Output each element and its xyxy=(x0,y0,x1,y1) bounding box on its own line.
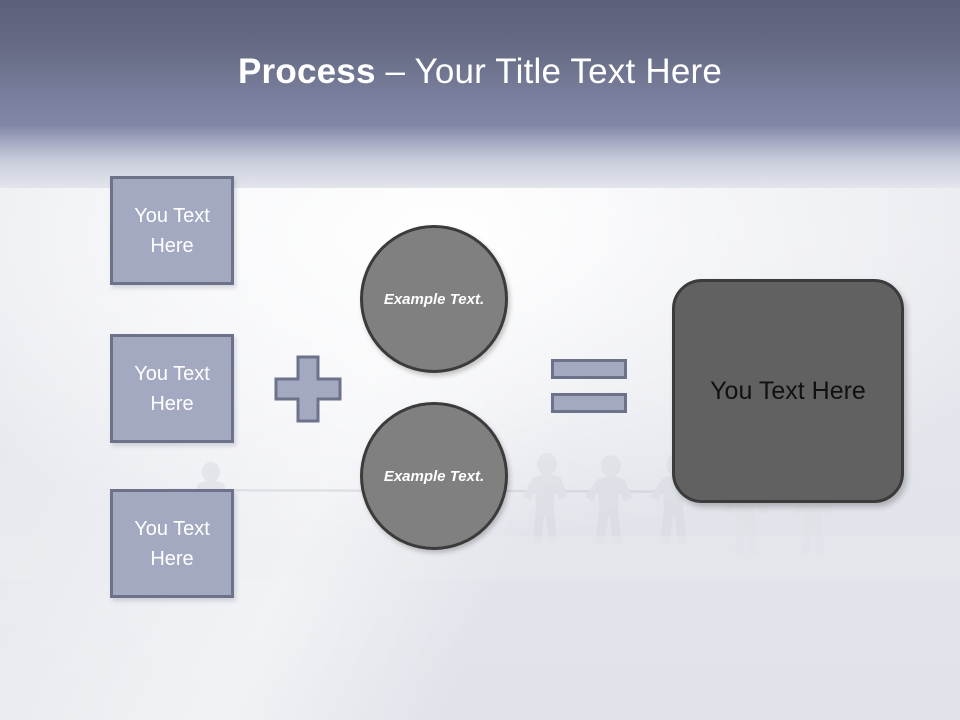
example-circle-2[interactable]: Example Text. xyxy=(360,402,508,550)
example-circle-1-label: Example Text. xyxy=(383,290,485,308)
input-box-1[interactable]: You Text Here xyxy=(110,176,234,285)
input-box-1-label: You Text Here xyxy=(134,204,210,257)
page-title-separator: – xyxy=(375,52,415,91)
input-box-2-label: You Text Here xyxy=(134,362,210,415)
page-title: Process – Your Title Text Here xyxy=(0,50,960,94)
input-box-2[interactable]: You Text Here xyxy=(110,334,234,443)
example-circle-2-label: Example Text. xyxy=(383,467,485,485)
equals-sign-icon xyxy=(551,359,627,413)
page-title-rest: Your Title Text Here xyxy=(414,52,722,91)
result-box-label: You Text Here xyxy=(710,376,866,405)
example-circle-1[interactable]: Example Text. xyxy=(360,225,508,373)
page-title-emphasis: Process xyxy=(238,52,376,91)
equals-sign-bar-top xyxy=(551,359,627,379)
input-box-3[interactable]: You Text Here xyxy=(110,489,234,598)
equals-sign-bar-bottom xyxy=(551,393,627,413)
header-band xyxy=(0,0,960,130)
result-box[interactable]: You Text Here xyxy=(672,279,904,503)
input-box-3-label: You Text Here xyxy=(134,517,210,570)
plus-sign-icon xyxy=(274,355,342,423)
